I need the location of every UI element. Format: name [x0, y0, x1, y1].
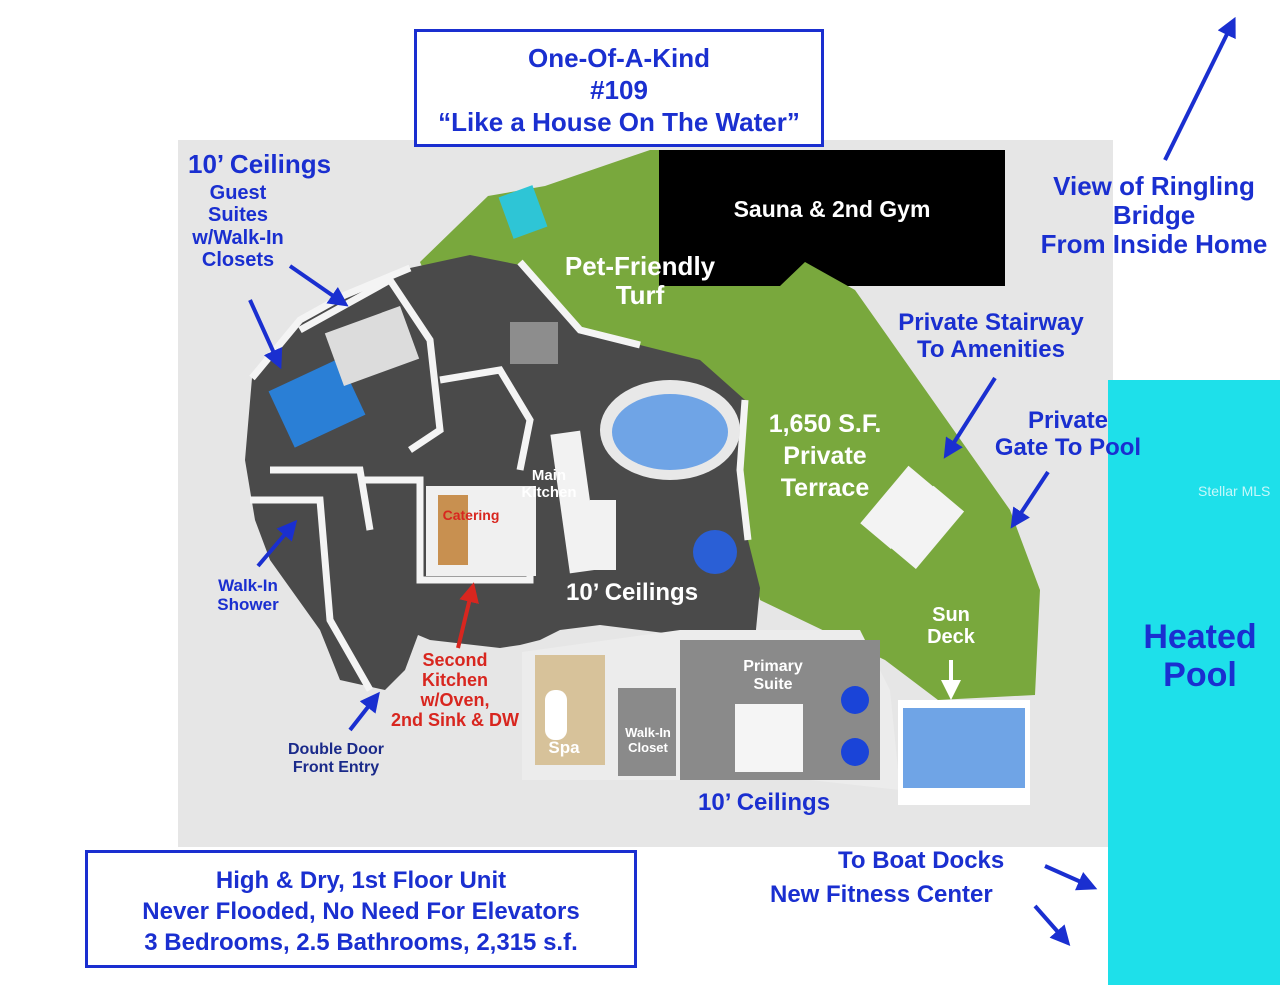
fitness-label: New Fitness Center [770, 881, 993, 908]
primary-suite-label: Primary Suite [743, 658, 803, 693]
arrow-stairway [943, 376, 997, 459]
summary-line-2: Never Flooded, No Need For Elevators [142, 898, 580, 925]
arrow-guest-suite [288, 264, 349, 307]
gate-label: Private Gate To Pool [994, 407, 1142, 461]
watermark: Stellar MLS [1198, 483, 1271, 499]
arrow-boat-docks [1044, 864, 1098, 891]
walkin-shower-label: Walk-In Shower [217, 576, 279, 615]
ceilings-top-label: 10’ Ceilings [188, 149, 332, 179]
arrow-front-entry [348, 691, 380, 732]
sauna-label: Sauna & 2nd Gym [733, 196, 931, 222]
sauna-building [659, 150, 1005, 286]
arrow-view [1163, 16, 1236, 161]
heated-pool-area [1108, 380, 1280, 985]
title-line-3: “Like a House On The Water” [438, 107, 800, 137]
summary-box: High & Dry, 1st Floor Unit Never Flooded… [85, 850, 637, 968]
terrace-label: 1,650 S.F. Private Terrace [768, 410, 882, 502]
catering-label: Catering [442, 507, 500, 523]
arrow-shower [256, 519, 298, 568]
second-kitchen-label: Second Kitchen w/Oven, 2nd Sink & DW [390, 650, 519, 731]
front-entry-label: Double Door Front Entry [288, 741, 384, 776]
spa-label: Spa [548, 738, 580, 757]
arrow-gate [1010, 470, 1050, 529]
title-line-1: One-Of-A-Kind [528, 43, 710, 73]
walkin-closet-label: Walk-In Closet [625, 725, 671, 755]
stairway-label: Private Stairway To Amenities [898, 309, 1084, 363]
arrow-fitness [1033, 904, 1071, 946]
title-box: One-Of-A-Kind #109 “Like a House On The … [414, 29, 824, 147]
sun-deck-label: Sun Deck [927, 604, 975, 649]
main-kitchen-label: Main Kitchen [521, 467, 577, 501]
view-label: View of Ringling Bridge From Inside Home [1040, 171, 1268, 260]
turf-label: Pet-Friendly Turf [564, 251, 716, 311]
arrow-second-kitchen [456, 582, 479, 649]
boat-docks-label: To Boat Docks [838, 847, 1005, 874]
arrow-guest-closet [248, 299, 283, 370]
summary-line-1: High & Dry, 1st Floor Unit [215, 867, 507, 894]
title-line-2: #109 [590, 75, 648, 105]
ceilings-mid-label: 10’ Ceilings [566, 579, 699, 606]
heated-pool-label: Heated Pool [1143, 618, 1257, 695]
ceilings-bottom-label: 10’ Ceilings [698, 789, 831, 816]
guest-suites-label: Guest Suites w/Walk-In Closets [192, 182, 284, 272]
summary-line-3: 3 Bedrooms, 2.5 Bathrooms, 2,315 s.f. [144, 929, 578, 956]
